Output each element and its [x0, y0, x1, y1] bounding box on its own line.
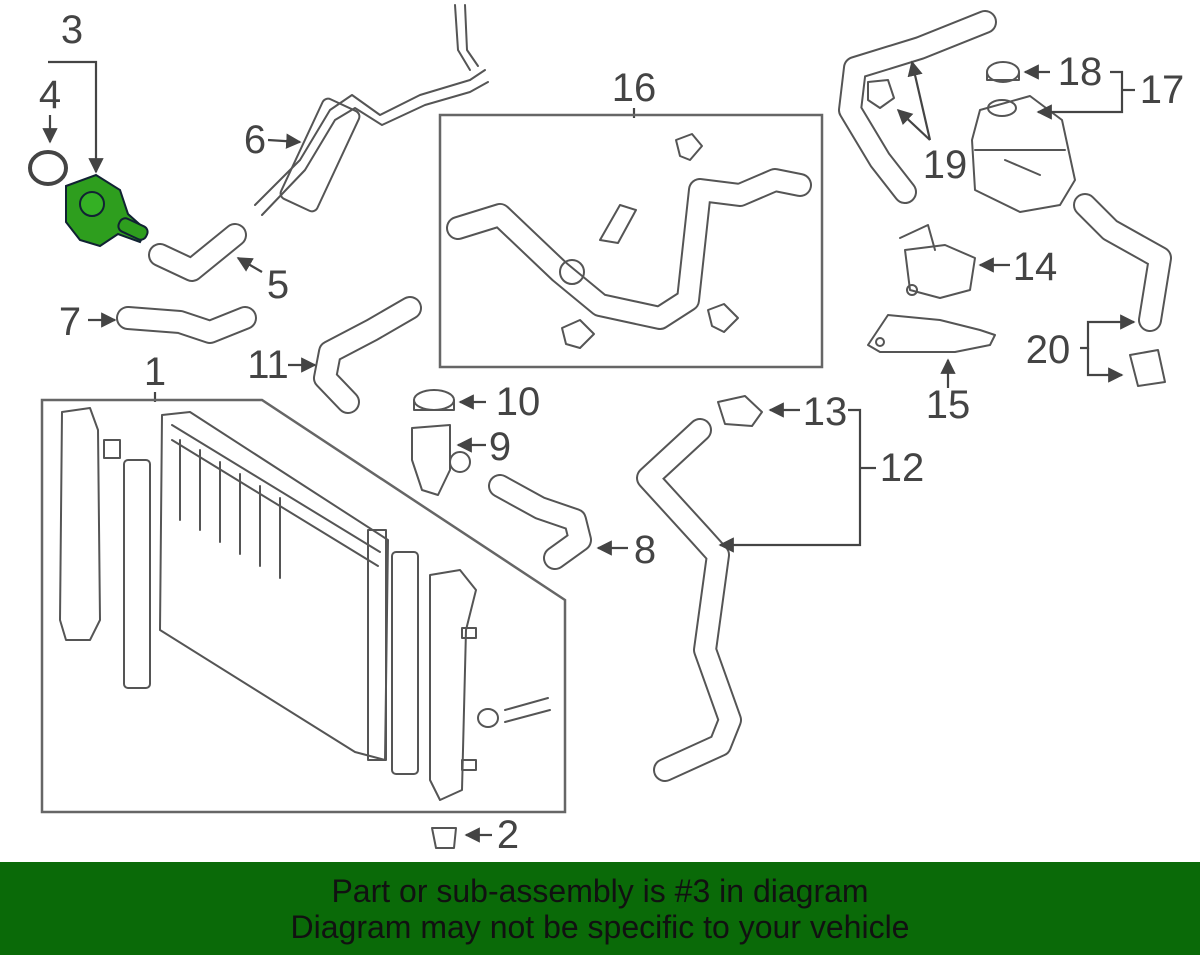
part-4-o-ring — [28, 150, 68, 186]
leader-part-3 — [48, 60, 104, 174]
part-17-18-reservoir: 18 17 — [971, 50, 1185, 213]
radiator-seal-left — [123, 459, 151, 689]
part-9-filler-neck: 9 — [411, 424, 511, 496]
radiator-seal-right — [391, 551, 419, 775]
label-part-7[interactable]: 7 — [59, 300, 81, 344]
label-part-17[interactable]: 17 — [1140, 68, 1185, 112]
label-part-6[interactable]: 6 — [244, 118, 266, 162]
part-19-hose: 19 — [838, 10, 997, 204]
part-20-hose: 20 — [1026, 193, 1172, 387]
part-3-4-group: 3 4 — [28, 8, 149, 248]
part-1-radiator-group: 1 — [40, 350, 567, 814]
radiator-right-tank — [429, 569, 477, 801]
label-part-13[interactable]: 13 — [803, 390, 848, 434]
label-part-15[interactable]: 15 — [926, 383, 971, 427]
part-16-box — [438, 113, 824, 369]
label-part-19[interactable]: 19 — [923, 143, 968, 187]
part-6-pipe: 6 — [244, 4, 489, 216]
label-part-1[interactable]: 1 — [144, 350, 166, 394]
footer-note-disclaimer: Diagram may not be specific to your vehi… — [290, 908, 910, 945]
part-12-13-group: 13 12 — [636, 390, 925, 782]
part-1-outline — [40, 398, 567, 814]
part-15-bracket: 15 — [867, 314, 996, 427]
label-part-3[interactable]: 3 — [61, 8, 83, 52]
part-2-plug: 2 — [431, 813, 519, 857]
label-part-2[interactable]: 2 — [497, 813, 519, 857]
label-part-11[interactable]: 11 — [247, 343, 289, 387]
label-part-18[interactable]: 18 — [1058, 50, 1103, 94]
label-part-14[interactable]: 14 — [1013, 245, 1058, 289]
label-part-12[interactable]: 12 — [880, 446, 925, 490]
radiator-left-tank — [59, 407, 101, 641]
part-14-pump: 14 — [899, 224, 1058, 299]
label-part-8[interactable]: 8 — [634, 528, 656, 572]
label-part-5[interactable]: 5 — [267, 263, 289, 307]
footer-banner: Part or sub-assembly is #3 in diagram Di… — [0, 862, 1200, 955]
part-7-hose: 7 — [59, 300, 257, 344]
label-part-16[interactable]: 16 — [612, 66, 657, 110]
label-part-9[interactable]: 9 — [489, 425, 511, 469]
part-5-hose: 5 — [148, 223, 289, 307]
label-part-10[interactable]: 10 — [496, 380, 541, 424]
footer-note-part: Part or sub-assembly is #3 in diagram — [331, 872, 869, 909]
label-part-20[interactable]: 20 — [1026, 328, 1071, 372]
part-16-group: 16 — [438, 66, 824, 369]
part-11-hose: 11 — [247, 296, 422, 414]
radiator-core — [159, 411, 389, 761]
label-part-4[interactable]: 4 — [39, 73, 61, 117]
part-10-cap: 10 — [413, 380, 541, 424]
part-3-water-valve — [65, 173, 149, 248]
part-8-hose: 8 — [488, 474, 656, 572]
parts-diagram: 3 4 5 6 7 11 — [28, 4, 1185, 857]
